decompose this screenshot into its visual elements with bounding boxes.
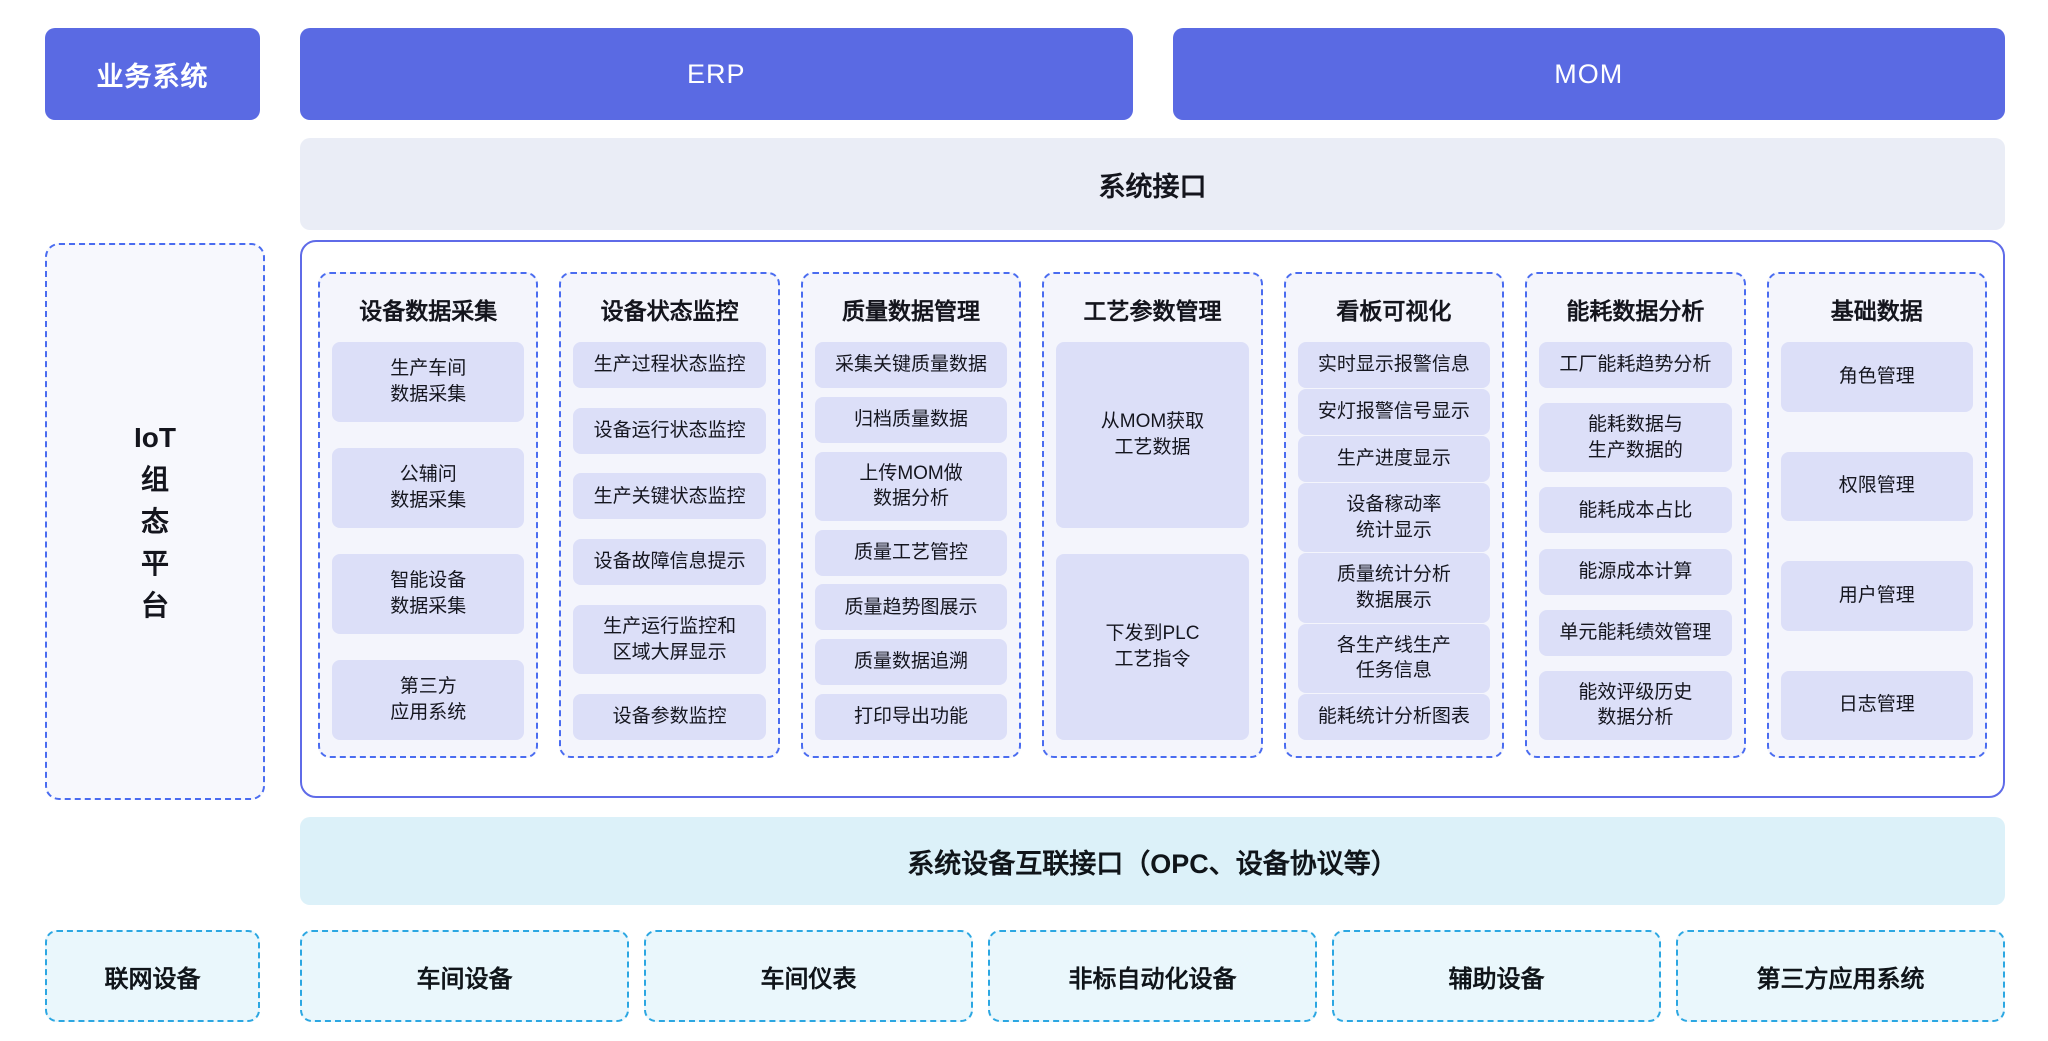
column-dashboard-visualization: 看板可视化 实时显示报警信息 安灯报警信号显示 生产进度显示 设备稼动率 统计显…: [1283, 272, 1505, 758]
module-item: 第三方 应用系统: [332, 660, 525, 740]
module-item: 实时显示报警信息: [1297, 342, 1491, 388]
device-workshop-instruments: 车间仪表: [644, 930, 973, 1022]
column-title: 基础数据: [1830, 298, 1923, 324]
module-item: 能耗成本占比: [1539, 487, 1732, 534]
column-item-list: 生产过程状态监控 设备运行状态监控 生产关键状态监控 设备故障信息提示 生产运行…: [573, 342, 766, 740]
erp-bar: ERP: [300, 28, 1133, 120]
module-item: 质量统计分析 数据展示: [1297, 553, 1491, 623]
column-item-list: 生产车间 数据采集 公辅问 数据采集 智能设备 数据采集 第三方 应用系统: [332, 342, 525, 740]
column-item-list: 采集关键质量数据 归档质量数据 上传MOM做 数据分析 质量工艺管控 质量趋势图…: [814, 342, 1008, 740]
module-item: 智能设备 数据采集: [332, 554, 525, 634]
column-item-list: 实时显示报警信息 安灯报警信号显示 生产进度显示 设备稼动率 统计显示 质量统计…: [1297, 342, 1491, 740]
module-item: 安灯报警信号显示: [1297, 389, 1491, 436]
column-title: 看板可视化: [1336, 298, 1452, 324]
module-item: 生产过程状态监控: [573, 342, 766, 388]
device-auxiliary-equipment: 辅助设备: [1332, 930, 1661, 1022]
column-title: 质量数据管理: [842, 298, 981, 324]
module-item: 角色管理: [1780, 342, 1973, 412]
column-basic-data: 基础数据 角色管理 权限管理 用户管理 日志管理: [1766, 272, 1987, 758]
iot-platform-panel: IoT 组 态 平 台: [45, 243, 265, 800]
column-energy-data-analysis: 能耗数据分析 工厂能耗趋势分析 能耗数据与 生产数据的 能耗成本占比 能源成本计…: [1525, 272, 1746, 758]
module-item: 能耗数据与 生产数据的: [1539, 403, 1732, 473]
column-title: 工艺参数管理: [1083, 298, 1222, 324]
module-item: 能源成本计算: [1539, 548, 1732, 595]
column-device-status-monitoring: 设备状态监控 生产过程状态监控 设备运行状态监控 生产关键状态监控 设备故障信息…: [559, 272, 780, 758]
module-item: 从MOM获取 工艺数据: [1056, 342, 1249, 528]
column-title: 能耗数据分析: [1566, 298, 1705, 324]
module-item: 归档质量数据: [814, 396, 1008, 443]
column-process-parameter-management: 工艺参数管理 从MOM获取 工艺数据 下发到PLC 工艺指令: [1042, 272, 1263, 758]
module-item: 用户管理: [1780, 561, 1973, 631]
devices-row: 联网设备 车间设备 车间仪表 非标自动化设备 辅助设备 第三方应用系统: [45, 930, 2005, 1022]
column-quality-data-management: 质量数据管理 采集关键质量数据 归档质量数据 上传MOM做 数据分析 质量工艺管…: [800, 272, 1022, 758]
device-workshop-equipment: 车间设备: [300, 930, 629, 1022]
module-item: 设备参数监控: [573, 693, 766, 740]
modules-container: 设备数据采集 生产车间 数据采集 公辅问 数据采集 智能设备 数据采集 第三方 …: [300, 240, 2005, 798]
column-title: 设备数据采集: [359, 298, 498, 324]
business-system-label: 业务系统: [45, 28, 260, 120]
module-item: 工厂能耗趋势分析: [1539, 342, 1732, 388]
system-interface-bar: 系统接口: [300, 138, 2005, 230]
column-device-data-collection: 设备数据采集 生产车间 数据采集 公辅问 数据采集 智能设备 数据采集 第三方 …: [318, 272, 539, 758]
column-title: 设备状态监控: [600, 298, 739, 324]
business-systems-row: 业务系统 ERP MOM: [45, 28, 2005, 120]
iot-platform-label: IoT 组 态 平 台: [134, 421, 176, 621]
device-thirdparty-app-system: 第三方应用系统: [1676, 930, 2005, 1022]
mom-bar: MOM: [1172, 28, 2005, 120]
module-item: 质量数据追溯: [814, 639, 1008, 686]
module-item: 质量趋势图展示: [814, 584, 1008, 631]
module-item: 能耗统计分析图表: [1297, 693, 1491, 740]
module-item: 生产运行监控和 区域大屏显示: [573, 604, 766, 675]
column-item-list: 从MOM获取 工艺数据 下发到PLC 工艺指令: [1056, 342, 1249, 740]
module-item: 上传MOM做 数据分析: [814, 451, 1008, 521]
module-item: 单元能耗绩效管理: [1539, 609, 1732, 656]
module-item: 打印导出功能: [814, 693, 1008, 740]
device-nonstandard-automation: 非标自动化设备: [988, 930, 1317, 1022]
module-item: 能效评级历史 数据分析: [1539, 670, 1732, 740]
module-item: 质量工艺管控: [814, 529, 1008, 576]
module-item: 设备运行状态监控: [573, 407, 766, 454]
module-item: 公辅问 数据采集: [332, 448, 525, 528]
device-interconnect-bar: 系统设备互联接口（OPC、设备协议等）: [300, 817, 2005, 905]
module-item: 设备稼动率 统计显示: [1297, 483, 1491, 553]
module-item: 生产关键状态监控: [573, 473, 766, 520]
column-item-list: 角色管理 权限管理 用户管理 日志管理: [1780, 342, 1973, 740]
module-item: 设备故障信息提示: [573, 539, 766, 586]
module-item: 生产车间 数据采集: [332, 342, 525, 422]
module-item: 日志管理: [1780, 670, 1973, 740]
device-networked-equipment: 联网设备: [45, 930, 260, 1022]
module-item: 下发到PLC 工艺指令: [1056, 554, 1249, 740]
module-item: 采集关键质量数据: [814, 342, 1008, 388]
module-item: 生产进度显示: [1297, 436, 1491, 483]
column-item-list: 工厂能耗趋势分析 能耗数据与 生产数据的 能耗成本占比 能源成本计算 单元能耗绩…: [1539, 342, 1732, 740]
module-item: 权限管理: [1780, 451, 1973, 521]
module-item: 各生产线生产 任务信息: [1297, 623, 1491, 693]
